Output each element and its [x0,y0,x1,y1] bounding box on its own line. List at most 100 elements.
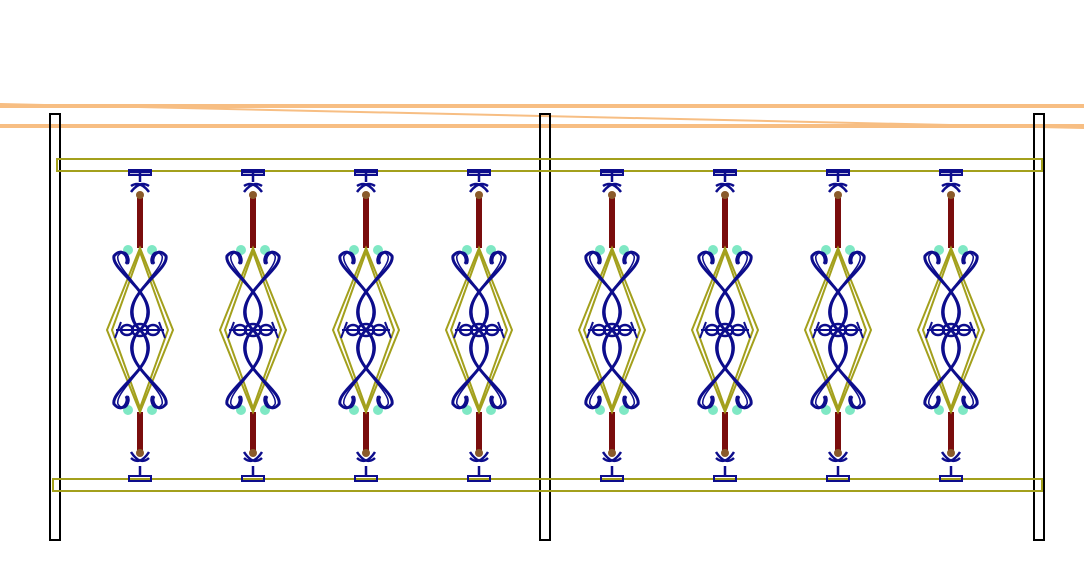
scroll [810,250,848,332]
scroll-inner [343,251,374,331]
top-cap-plate [354,169,378,176]
bottom-rail [52,478,1043,492]
diamond-outer [577,245,647,415]
top-cap-plate [128,169,152,176]
scroll [225,328,263,410]
lower-bar [948,412,954,452]
scroll-inner [132,329,163,409]
lower-collar [608,449,616,457]
scroll [112,328,150,410]
baluster [218,169,288,482]
scroll [469,250,507,332]
scroll-inner [589,251,620,331]
scroll-inner [230,251,261,331]
upper-bar [948,198,954,248]
top-rail [56,158,1043,172]
diamond-outer [690,245,760,415]
top-cap [242,170,264,193]
lower-collar [721,449,729,457]
bottom-cap-plate [354,475,378,482]
scroll [469,328,507,410]
scroll [584,328,622,410]
bottom-cap-plate [467,475,491,482]
top-cap [355,170,377,193]
bottom-cap [714,451,736,476]
bottom-cap [468,451,490,476]
upper-collar [721,191,729,199]
scroll [697,328,735,410]
scroll [243,250,281,332]
top-cap [129,170,151,193]
diamond-inner [449,249,509,411]
scroll [715,328,753,410]
scroll-inner [604,329,635,409]
lower-bar [835,412,841,452]
lower-bar [363,412,369,452]
knot-lines [699,321,751,339]
top-cap-plate [600,169,624,176]
top-cap [468,170,490,193]
scroll [112,250,150,332]
scroll-inner [471,329,502,409]
scroll-inner [132,251,163,331]
scroll [356,328,394,410]
upper-collar [947,191,955,199]
scroll [130,250,168,332]
diamond-outer [803,245,873,415]
scroll-inner [245,329,276,409]
lower-bar [137,412,143,452]
diamond-inner [336,249,396,411]
knot-lines [114,321,166,339]
scroll-inner [245,251,276,331]
lower-collar [475,449,483,457]
diamond-inner [582,249,642,411]
scroll-inner [117,329,148,409]
upper-bar [363,198,369,248]
scroll [715,250,753,332]
scroll-inner [717,329,748,409]
scroll-inner [815,251,846,331]
upper-collar [608,191,616,199]
upper-collar [136,191,144,199]
lower-collar [947,449,955,457]
top-cap-plate [467,169,491,176]
scroll-inner [928,251,959,331]
scroll [338,250,376,332]
post [49,113,61,541]
top-cap-plate [241,169,265,176]
diamond-inner [921,249,981,411]
baluster [690,169,760,482]
scroll-inner [117,251,148,331]
upper-collar [475,191,483,199]
scroll-inner [358,251,389,331]
scroll-inner [604,251,635,331]
baluster [444,169,514,482]
handrail-group [0,103,1084,129]
top-cap [827,170,849,193]
scroll [338,328,376,410]
knot-lines [586,321,638,339]
diamond-inner [110,249,170,411]
scroll [130,328,168,410]
scroll-inner [230,329,261,409]
scroll [923,328,961,410]
lower-bar [476,412,482,452]
bottom-cap [940,451,962,476]
scroll [451,328,489,410]
scroll-inner [717,251,748,331]
scroll [602,328,640,410]
scroll [451,250,489,332]
top-cap-plate [713,169,737,176]
upper-bar [250,198,256,248]
bottom-cap-plate [826,475,850,482]
lower-collar [362,449,370,457]
scroll-inner [589,329,620,409]
knot-lines [227,321,279,339]
diamond-outer [218,245,288,415]
upper-collar [249,191,257,199]
scroll-inner [943,251,974,331]
handrail-diagonal [0,103,1084,129]
post [539,113,551,541]
diamond-inner [695,249,755,411]
diamond-inner [808,249,868,411]
